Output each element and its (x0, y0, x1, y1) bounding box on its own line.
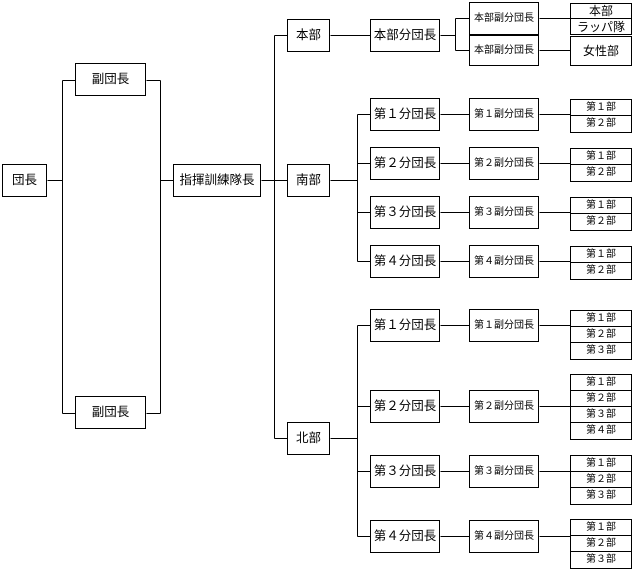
region-box-nanbu: 南部 (287, 164, 330, 197)
unit-stack: 第１部 第２部 (570, 246, 632, 280)
unit-cell: 第２部 (586, 216, 616, 227)
sub-leader-box: 第４副分団長 (469, 245, 539, 278)
unit-cell: 本部 (571, 4, 631, 19)
unit-stack: 第１部 第２部 第３部 第４部 (570, 374, 632, 440)
sub-leader-box: 第２副分団長 (469, 147, 539, 180)
unit-cell: 第３部 (586, 490, 616, 501)
unit-stack: 第１部 第２部 (570, 148, 632, 182)
unit-stack: 本部 ラッパ隊 (570, 3, 632, 35)
unit-cell: 第２部 (571, 327, 631, 343)
unit-cell: 第２部 (586, 167, 616, 178)
branch-leader-box: 第２分団長 (370, 390, 440, 423)
vice-leader-bottom-box: 副団長 (75, 396, 146, 429)
branch-leader-box: 第３分団長 (370, 196, 440, 229)
unit-stack: 第１部 第２部 第３部 (570, 455, 632, 505)
unit-cell: 女性部 (582, 44, 619, 58)
unit-cell: 第１部 (571, 311, 631, 327)
branch-leader-box: 第４分団長 (370, 245, 440, 278)
branch-leader-box: 本部分団長 (370, 19, 440, 52)
unit-cell: 第１部 (571, 149, 631, 165)
sub-leader-box: 本部副分団長 (469, 35, 539, 66)
unit-cell: 第１部 (571, 520, 631, 536)
unit-cell: 第１部 (571, 456, 631, 472)
sub-leader-box: 第３副分団長 (469, 455, 539, 488)
unit-stack: 第１部 第２部 (570, 99, 632, 133)
branch-leader-box: 第３分団長 (370, 455, 440, 488)
unit-cell: 第２部 (571, 536, 631, 552)
unit-stack: 女性部 (570, 36, 632, 66)
region-box-hokubu: 北部 (287, 422, 330, 455)
unit-cell: 第３部 (586, 345, 616, 356)
unit-stack: 第１部 第２部 (570, 197, 632, 231)
unit-cell: 第１部 (571, 100, 631, 116)
sub-leader-box: 第４副分団長 (469, 520, 539, 553)
branch-leader-box: 第２分団長 (370, 147, 440, 180)
unit-cell: 第３部 (571, 407, 631, 423)
unit-cell: 第１部 (571, 198, 631, 214)
region-box-honbu: 本部 (287, 19, 330, 52)
unit-cell: 第２部 (586, 118, 616, 129)
unit-cell: 第３部 (586, 554, 616, 565)
sub-leader-box: 第１副分団長 (469, 309, 539, 342)
unit-stack: 第１部 第２部 第３部 (570, 310, 632, 360)
sub-leader-box: 第２副分団長 (469, 390, 539, 423)
training-captain-box: 指揮訓練隊長 (173, 164, 261, 197)
unit-cell: ラッパ隊 (576, 19, 625, 34)
unit-cell: 第４部 (586, 425, 616, 436)
vice-leader-top-box: 副団長 (75, 63, 146, 96)
branch-leader-box: 第４分団長 (370, 520, 440, 553)
branch-leader-box: 第１分団長 (370, 309, 440, 342)
unit-cell: 第２部 (571, 391, 631, 407)
sub-leader-box: 第１副分団長 (469, 98, 539, 131)
unit-stack: 第１部 第２部 第３部 (570, 519, 632, 569)
leader-box: 団長 (2, 164, 47, 197)
branch-leader-box: 第１分団長 (370, 98, 440, 131)
unit-cell: 第２部 (571, 472, 631, 488)
unit-cell: 第１部 (571, 247, 631, 263)
unit-cell: 第１部 (571, 375, 631, 391)
sub-leader-box: 本部副分団長 (469, 2, 539, 35)
unit-cell: 第２部 (586, 265, 616, 276)
sub-leader-box: 第３副分団長 (469, 196, 539, 229)
